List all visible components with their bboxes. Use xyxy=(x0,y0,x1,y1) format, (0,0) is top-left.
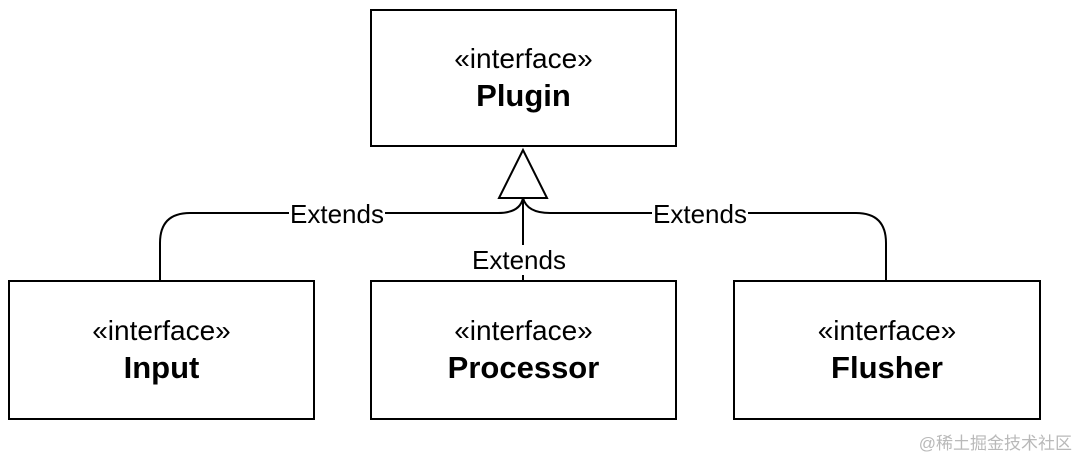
flusher-name: Flusher xyxy=(831,350,943,385)
edge-label-flusher: Extends xyxy=(652,199,748,229)
edge-label-processor: Extends xyxy=(471,245,567,275)
input-name: Input xyxy=(123,350,200,385)
flusher-stereotype: «interface» xyxy=(817,315,957,346)
flusher-interface-box: «interface» Flusher xyxy=(733,280,1041,420)
edge-flusher-to-plugin xyxy=(522,197,887,280)
plugin-stereotype: «interface» xyxy=(454,43,593,74)
generalization-arrowhead xyxy=(497,147,549,199)
edge-label-input: Extends xyxy=(289,199,385,229)
plugin-name: Plugin xyxy=(476,78,571,113)
edge-input-to-plugin xyxy=(159,197,524,280)
input-stereotype: «interface» xyxy=(92,315,231,346)
input-interface-box: «interface» Input xyxy=(8,280,315,420)
watermark: @稀土掘金技术社区 xyxy=(918,434,1072,453)
processor-stereotype: «interface» xyxy=(454,315,593,346)
processor-interface-box: «interface» Processor xyxy=(370,280,677,420)
processor-name: Processor xyxy=(447,350,600,385)
plugin-interface-box: «interface» Plugin xyxy=(370,9,677,147)
